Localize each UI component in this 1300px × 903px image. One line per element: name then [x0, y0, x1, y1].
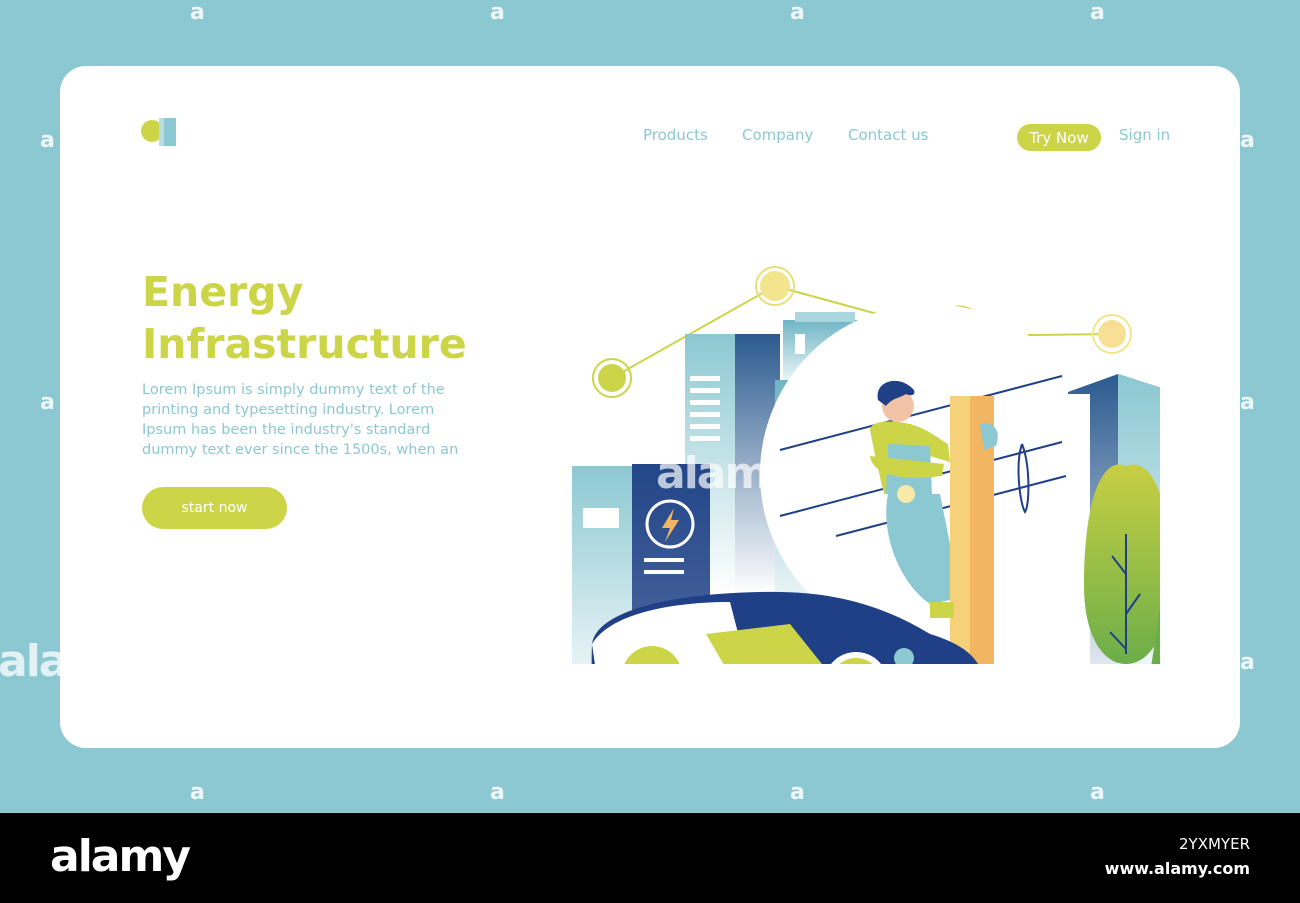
watermark-dot: a	[490, 0, 505, 25]
energy-illustration	[572, 266, 1160, 664]
nav-link-company[interactable]: Company	[742, 126, 814, 144]
trees	[1084, 464, 1160, 664]
nav-link-sign-in[interactable]: Sign in	[1119, 126, 1171, 144]
lightning-bolt-icon	[645, 499, 695, 549]
network-node-icon	[598, 364, 626, 392]
hero-text-line: dummy text ever since the 1500s, when an	[142, 442, 459, 458]
watermark-dot: a	[790, 780, 805, 805]
top-nav: Products Company Contact us Sign in	[60, 126, 1240, 150]
watermark-dot: a	[40, 128, 55, 153]
watermark-dot: a	[40, 390, 55, 415]
image-id: 2YXMYER	[1179, 835, 1250, 853]
network-node-icon	[1092, 314, 1132, 354]
watermark-dot: a	[790, 0, 805, 25]
watermark-logo: alamy	[656, 448, 797, 499]
watermark-dot: a	[1240, 128, 1255, 153]
network-node-icon	[592, 358, 632, 398]
watermark-dot: a	[1090, 780, 1105, 805]
nav-link-contact[interactable]: Contact us	[848, 126, 929, 144]
start-now-button[interactable]: start now	[142, 487, 287, 529]
try-now-button[interactable]: Try Now	[1017, 124, 1101, 151]
nav-link-products[interactable]: Products	[643, 126, 708, 144]
watermark-dot: a	[1240, 650, 1255, 675]
network-node-icon	[760, 271, 790, 301]
watermark-dot: a	[490, 780, 505, 805]
charger-line	[644, 570, 684, 574]
hero-description: Lorem Ipsum is simply dummy text of the …	[142, 380, 462, 460]
footer-brand: alamy	[50, 831, 191, 882]
watermark-dot: a	[190, 0, 205, 25]
title-line-2: Infrastructure	[142, 320, 467, 368]
watermark-dot: a	[1240, 390, 1255, 415]
hero-text-line: Lorem Ipsum is simply dummy text of the	[142, 382, 445, 398]
worker-figure	[870, 380, 998, 618]
footer-url: www.alamy.com	[1104, 859, 1250, 878]
watermark-logo: alamy	[0, 636, 139, 687]
hero-text-line: printing and typesetting industry. Lorem	[142, 402, 435, 418]
network-lines	[611, 284, 1113, 379]
hero-text-line: Ipsum has been the industry's standard	[142, 422, 431, 438]
charger-line	[644, 558, 684, 562]
watermark-footer: alamy 2YXMYER www.alamy.com	[0, 813, 1300, 903]
watermark-dot: a	[190, 780, 205, 805]
network-node-icon	[755, 266, 795, 306]
landing-card: Products Company Contact us Sign in Try …	[60, 66, 1240, 748]
electric-car	[591, 591, 978, 664]
network-node-icon	[1098, 320, 1126, 348]
page-title: Energy Infrastructure	[142, 266, 467, 370]
title-line-1: Energy	[142, 268, 304, 316]
brand-logo-icon[interactable]	[140, 116, 180, 148]
watermark-dot: a	[1090, 0, 1105, 25]
utility-pole-highlight	[950, 396, 970, 664]
